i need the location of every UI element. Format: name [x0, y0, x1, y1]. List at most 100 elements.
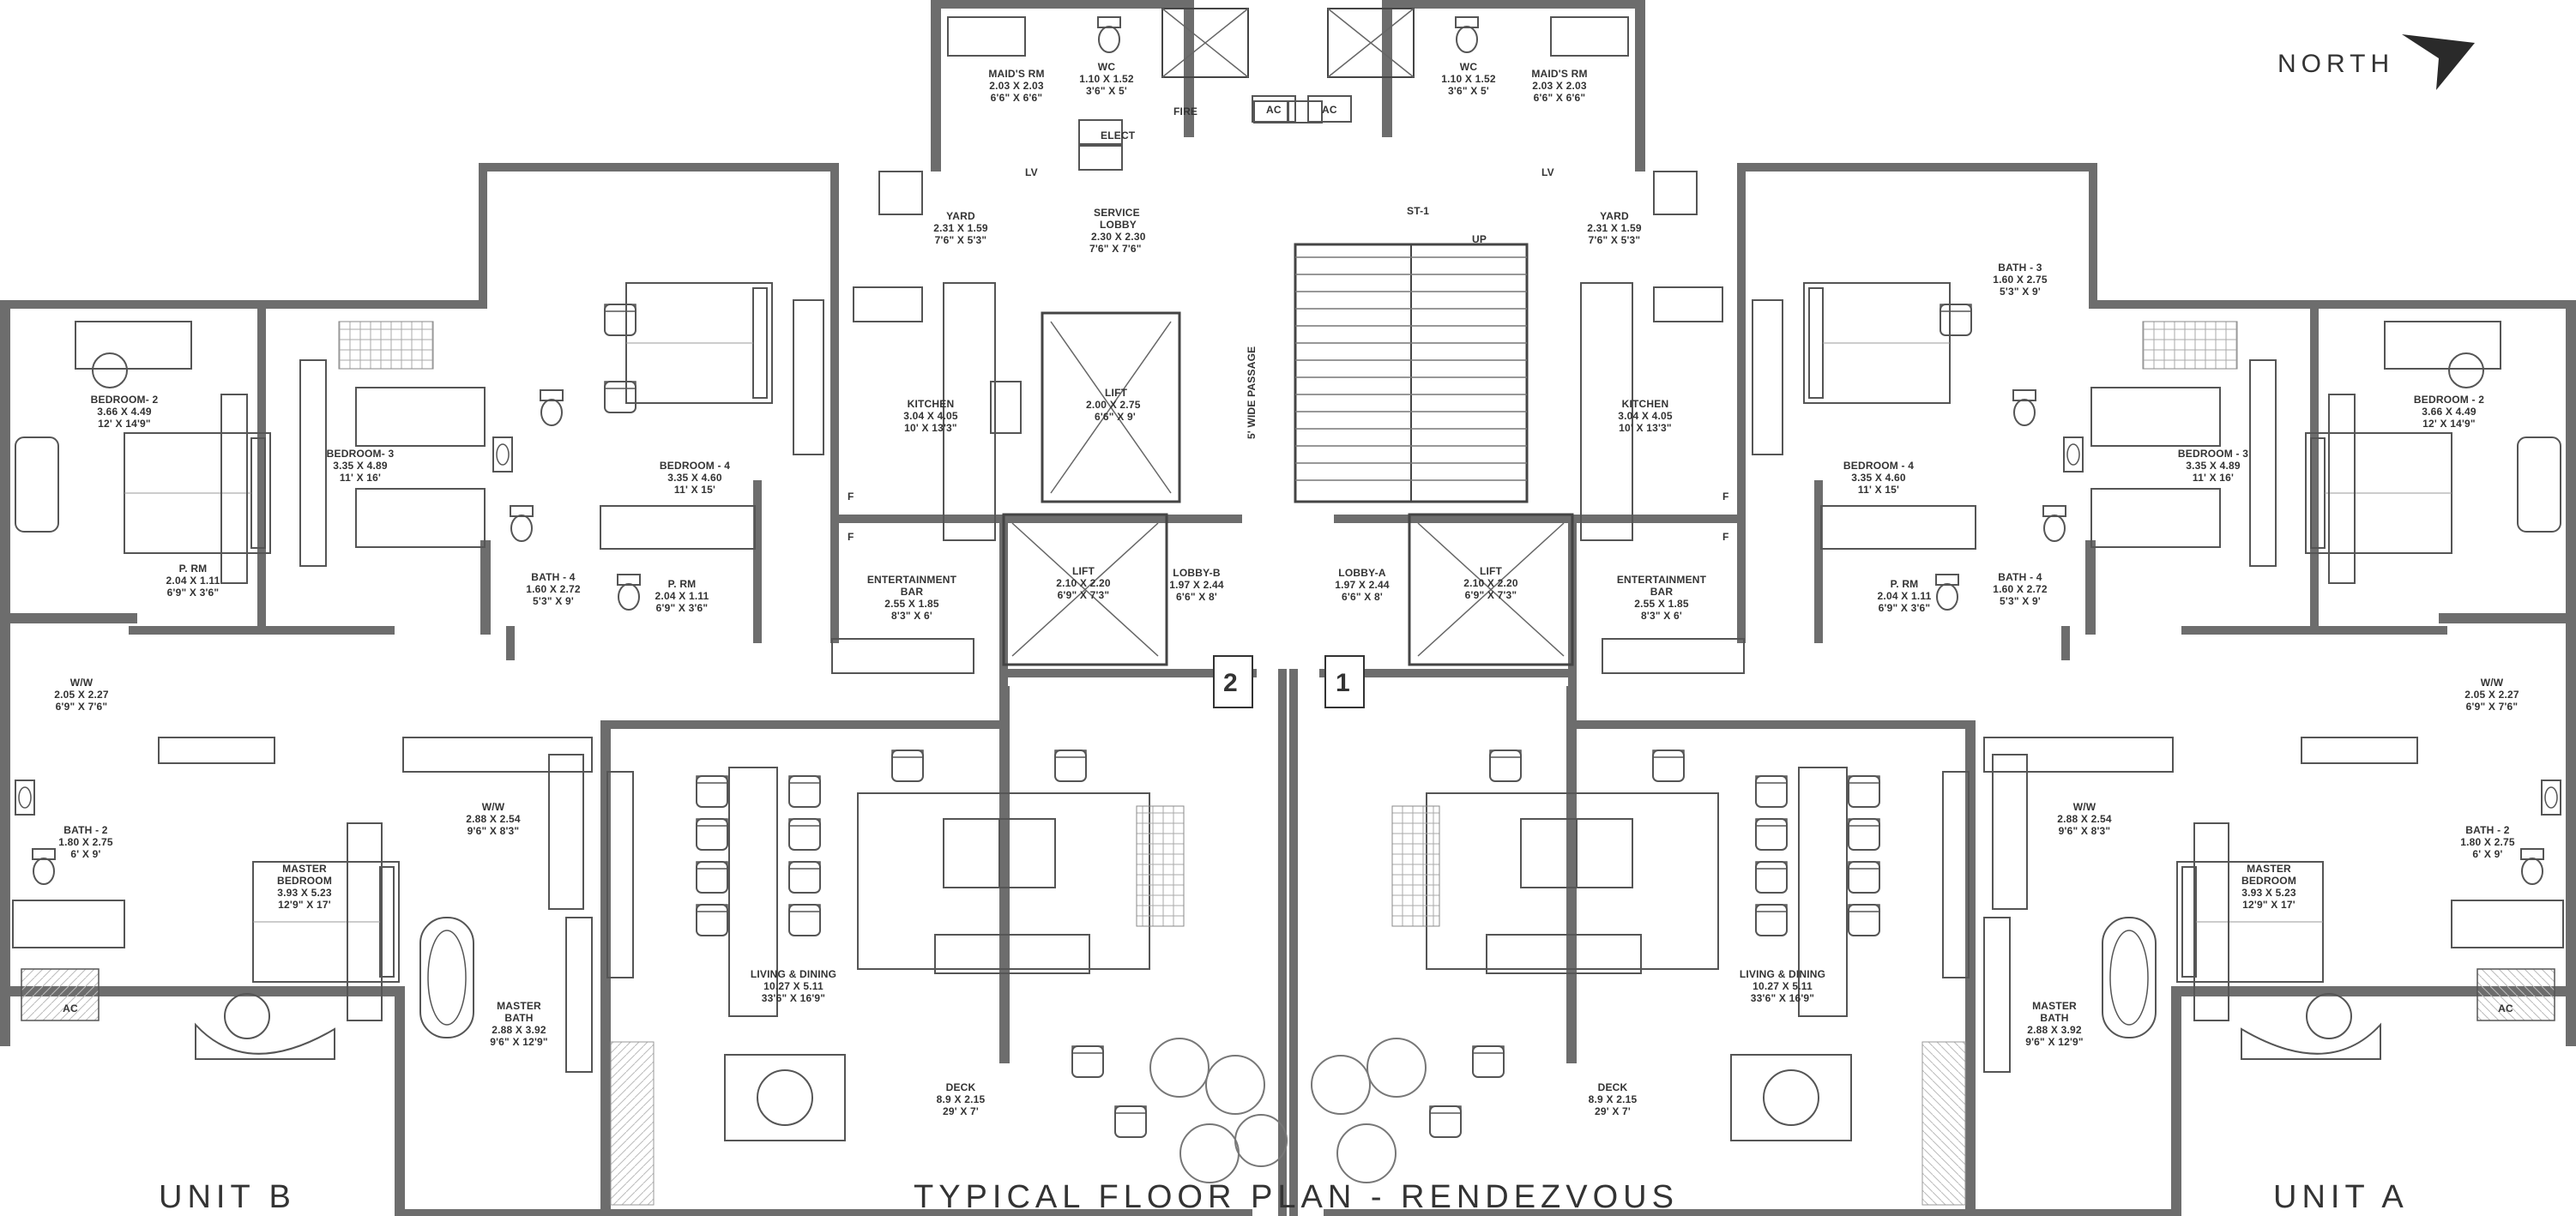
room-a-mbath-name2: BATH [2040, 1012, 2068, 1024]
room-b-bedroom3-name: BEDROOM- 3 [327, 448, 395, 460]
room-a-ww1-name: W/W [2481, 677, 2504, 689]
room-a-ww2-name: W/W [2073, 801, 2096, 813]
service-lobby-name2: LOBBY [1100, 219, 1137, 231]
room-b-yard-dim-m: 2.31 X 1.59 [933, 222, 988, 234]
room-b-deck-dim-ft: 29' X 7' [943, 1105, 979, 1117]
room-a-ac-name: AC [2498, 1002, 2513, 1014]
room-a-bedroom2-name: BEDROOM - 2 [2414, 394, 2484, 406]
room-b-wc-dim-m: 1.10 X 1.52 [1079, 73, 1134, 85]
elect-label: ELECT [1101, 129, 1136, 141]
room-a-prm-dim-ft: 6'9" X 3'6" [1879, 602, 1931, 614]
room-a-bedroom3-dim-m: 3.35 X 4.89 [2186, 460, 2241, 472]
room-a-kitchen-name: KITCHEN [1622, 398, 1669, 410]
room-a-maid-dim-ft: 6'6" X 6'6" [1534, 92, 1586, 104]
room-a-master-dim-ft: 12'9" X 17' [2242, 899, 2295, 911]
north-arrow-icon [2402, 34, 2475, 90]
room-a-lobby-dim-m: 1.97 X 2.44 [1335, 579, 1390, 591]
room-a-living-dim-m: 10.27 X 5.11 [1753, 980, 1813, 992]
room-a-bedroom4-dim-m: 3.35 X 4.60 [1851, 472, 1906, 484]
walls-left [0, 0, 1257, 1216]
room-a-lift-name: LIFT [1480, 565, 1503, 577]
service-lift-name: LIFT [1105, 387, 1128, 399]
passage-label: 5' WIDE PASSAGE [1246, 346, 1258, 439]
room-b-bedroom3-dim-ft: 11' X 16' [340, 472, 381, 484]
room-a-ebar-dim-ft: 8'3" X 6' [1641, 610, 1682, 622]
room-a-yard-dim-ft: 7'6" X 5'3" [1589, 234, 1641, 246]
room-a-bedroom3-name: BEDROOM - 3 [2178, 448, 2248, 460]
room-a-lift-dim-m: 2.10 X 2.20 [1463, 577, 1518, 589]
service-lobby-dim-ft: 7'6" X 7'6" [1089, 243, 1142, 255]
room-b-lift-dim-ft: 6'9" X 7'3" [1058, 589, 1110, 601]
room-b-master-name2: BEDROOM [277, 875, 332, 887]
staircase [1294, 243, 1529, 503]
room-a-ebar-dim-m: 2.55 X 1.85 [1634, 598, 1689, 610]
room-b-mbath-name2: BATH [504, 1012, 533, 1024]
room-a-ebar-name2: BAR [1650, 586, 1674, 598]
room-b-yard-dim-ft: 7'6" X 5'3" [935, 234, 987, 246]
ac-box-2: AC [1322, 104, 1337, 116]
room-b-ebar-name2: BAR [901, 586, 924, 598]
room-b-bedroom2-name: BEDROOM- 2 [91, 394, 159, 406]
plan-title: TYPICAL FLOOR PLAN - RENDEZVOUS [914, 1179, 1679, 1215]
lv-right: LV [1541, 166, 1554, 178]
room-a-bath2-dim-m: 1.80 X 2.75 [2460, 836, 2515, 848]
room-b-lobby-dim-m: 1.97 X 2.44 [1169, 579, 1224, 591]
room-a-bath3-dim-ft: 5'3" X 9' [2000, 286, 2041, 298]
room-b-master-name: MASTER [282, 863, 327, 875]
room-b-ac-name: AC [63, 1002, 78, 1014]
room-a-wc-dim-m: 1.10 X 1.52 [1441, 73, 1496, 85]
room-b-ebar-dim-ft: 8'3" X 6' [891, 610, 932, 622]
room-a-yard-dim-m: 2.31 X 1.59 [1587, 222, 1642, 234]
room-b-maid-dim-ft: 6'6" X 6'6" [991, 92, 1043, 104]
room-a-maid-name: MAID'S RM [1531, 68, 1587, 80]
room-b-prm2-dim-ft: 6'9" X 3'6" [656, 602, 709, 614]
room-a-bedroom4-name: BEDROOM - 4 [1843, 460, 1914, 472]
room-b-bath4-dim-m: 1.60 X 2.72 [526, 583, 581, 595]
room-a-wc-dim-ft: 3'6" X 5' [1448, 85, 1489, 97]
room-b-ww2-dim-m: 2.88 X 2.54 [466, 813, 521, 825]
core-boxes [1078, 95, 1365, 708]
room-a-bath3-dim-m: 1.60 X 2.75 [1993, 274, 2048, 286]
room-b-kitchen-dim-ft: 10' X 13'3" [904, 422, 957, 434]
ac-box-1: AC [1266, 104, 1282, 116]
service-lobby-dim-m: 2.30 X 2.30 [1091, 231, 1146, 243]
room-b-mbath-dim-m: 2.88 X 3.92 [492, 1024, 546, 1036]
room-a-bedroom3-dim-ft: 11' X 16' [2193, 472, 2234, 484]
room-b-lobby-dim-ft: 6'6" X 8' [1176, 591, 1217, 603]
room-a-bath4-dim-ft: 5'3" X 9' [2000, 595, 2041, 607]
room-b-bath2-dim-m: 1.80 X 2.75 [58, 836, 113, 848]
room-b-yard-name: YARD [946, 210, 975, 222]
room-a-mbath-dim-ft: 9'6" X 12'9" [2025, 1036, 2084, 1048]
room-a-deck-dim-m: 8.9 X 2.15 [1589, 1093, 1638, 1105]
room-a-bedroom2-dim-m: 3.66 X 4.49 [2422, 406, 2476, 418]
room-a-lobby-name: LOBBY-A [1338, 567, 1386, 579]
fridge-b-2: F [848, 531, 854, 543]
room-a-bedroom2-dim-ft: 12' X 14'9" [2422, 418, 2476, 430]
central-divider [1278, 669, 1298, 1216]
room-b-deck-name: DECK [946, 1081, 976, 1093]
room-a-lift-dim-ft: 6'9" X 7'3" [1465, 589, 1517, 601]
walls-right [1319, 0, 2576, 1216]
room-b-ww1-dim-ft: 6'9" X 7'6" [56, 701, 108, 713]
room-a-ww2-dim-m: 2.88 X 2.54 [2057, 813, 2112, 825]
room-b-bedroom3-dim-m: 3.35 X 4.89 [333, 460, 388, 472]
room-b-bath4-name: BATH - 4 [531, 571, 576, 583]
room-b-ww2-name: W/W [482, 801, 505, 813]
room-a-living-name: LIVING & DINING [1740, 968, 1825, 980]
room-a-ww1-dim-ft: 6'9" X 7'6" [2466, 701, 2519, 713]
room-a-mbath-dim-m: 2.88 X 3.92 [2027, 1024, 2082, 1036]
fire-label: FIRE [1173, 105, 1198, 117]
fridge-a-1: F [1722, 491, 1729, 503]
stair-label: ST-1 [1407, 205, 1429, 217]
stair-treads [1295, 256, 1527, 481]
room-b-lift-name: LIFT [1072, 565, 1095, 577]
service-lift-dim-ft: 6'6" X 9' [1095, 411, 1136, 423]
room-b-prm2-dim-m: 2.04 X 1.11 [655, 590, 709, 602]
room-a-kitchen-dim-m: 3.04 X 4.05 [1618, 410, 1673, 422]
room-b-prm-dim-ft: 6'9" X 3'6" [167, 587, 220, 599]
room-b-bedroom2-dim-m: 3.66 X 4.49 [97, 406, 152, 418]
room-b-ebar-dim-m: 2.55 X 1.85 [884, 598, 939, 610]
room-a-lobby-dim-ft: 6'6" X 8' [1342, 591, 1383, 603]
